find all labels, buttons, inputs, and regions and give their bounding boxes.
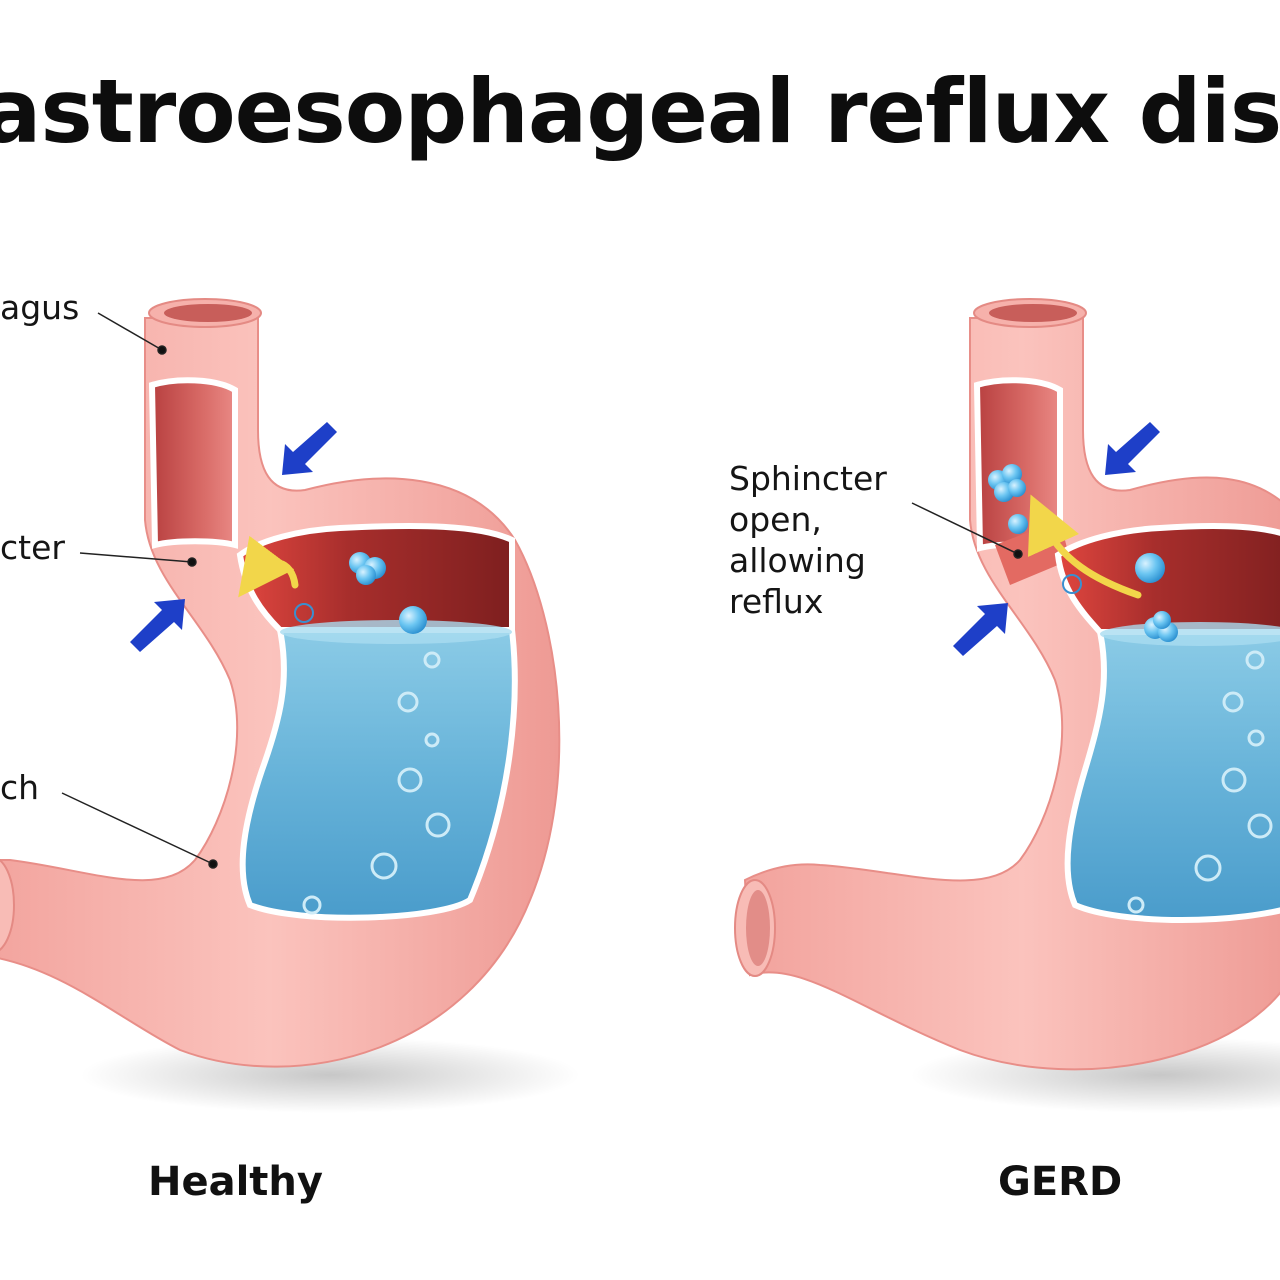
caption-gerd: GERD — [998, 1159, 1123, 1205]
healthy-yellow-curved-arrow-icon — [238, 535, 299, 598]
healthy-blue-arrow-icon — [130, 422, 337, 652]
gerd-stomach — [734, 298, 1280, 1113]
gerd-acid-bubble-icon — [988, 464, 1178, 642]
label-stomach: ch — [0, 768, 40, 807]
label-sphincter-open-line-1: Sphincter — [729, 459, 887, 498]
healthy-fluid-bubbles — [302, 651, 451, 915]
healthy-esophagus-lumen — [148, 377, 238, 549]
healthy-gastric-fluid — [239, 627, 518, 921]
healthy-stomach — [0, 298, 580, 1113]
label-sphincter-open: Sphincter open, allowing reflux — [729, 458, 887, 622]
healthy-leader-lines — [61, 312, 218, 869]
page-title: astroesophageal reflux diseas — [0, 62, 1280, 162]
healthy-acid-bubble-icon — [294, 552, 427, 634]
gerd-yellow-curved-arrow-icon — [1027, 494, 1142, 599]
healthy-pylorus — [0, 859, 15, 951]
gerd-blue-arrow-icon — [953, 422, 1160, 656]
label-esophagus: agus — [0, 288, 80, 327]
gerd-fluid-bubbles — [1127, 650, 1273, 914]
label-sphincter-open-line-2: open, — [729, 500, 822, 539]
gerd-stomach-cavity — [1054, 523, 1280, 635]
gerd-leader-line — [911, 502, 1023, 559]
label-sphincter-open-line-3: allowing — [729, 541, 866, 580]
caption-healthy: Healthy — [148, 1159, 323, 1205]
gerd-gastric-fluid — [1064, 629, 1280, 923]
label-sphincter-open-line-4: reflux — [729, 582, 824, 621]
label-sphincter-healthy: cter — [0, 528, 65, 567]
